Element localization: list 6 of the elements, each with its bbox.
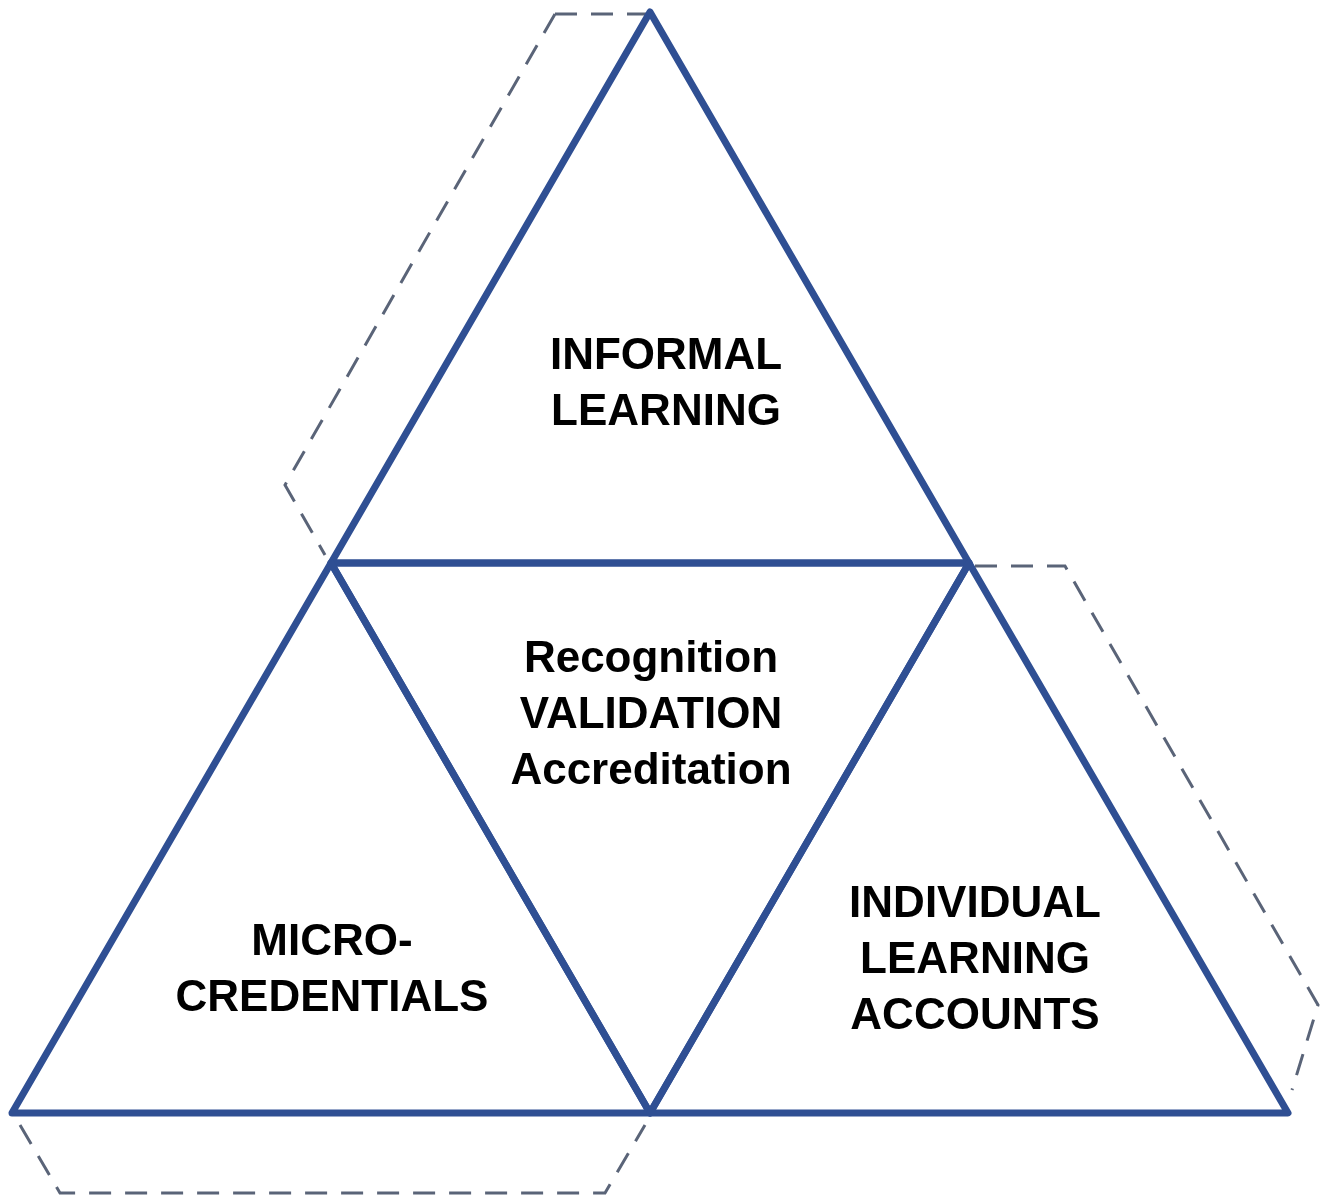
triangle-label: INFORMAL LEARNING (548, 328, 784, 436)
triangle-label: Recognition (523, 631, 779, 683)
triangle-label: MICRO-CREDENTIALS (174, 914, 490, 1022)
triangle-label: VALIDATION (519, 687, 783, 739)
triangle-label: Accreditation (510, 743, 792, 795)
triangle-label: INDIVIDUAL LEARNING ACCOUNTS (848, 876, 1102, 1040)
